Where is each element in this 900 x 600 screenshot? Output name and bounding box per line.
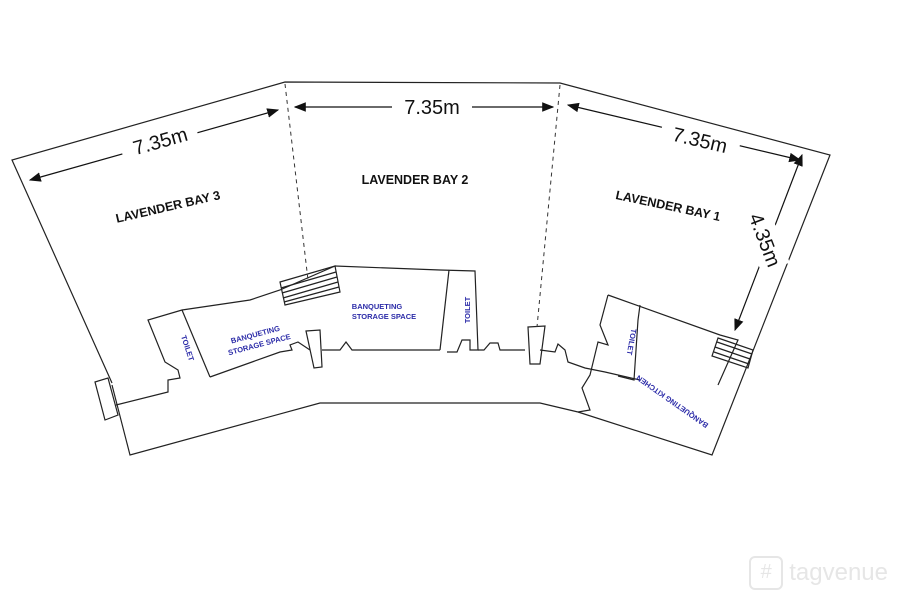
storage-center-bottom: [322, 341, 440, 351]
stairs-center: [279, 265, 341, 306]
tagvenue-logo-icon: #: [749, 556, 784, 590]
label-lavender-bay-1: LAVENDER BAY 1: [614, 188, 721, 224]
toilet-right-wall: [617, 304, 641, 381]
label-lavender-bay-2: LAVENDER BAY 2: [362, 173, 469, 187]
bay-divider-left: [284, 83, 309, 281]
label-lavender-bay-3: LAVENDER BAY 3: [114, 188, 221, 226]
dimension-bay2: 7.35m: [404, 97, 460, 119]
watermark-text: tagvenue: [789, 559, 888, 586]
corridor-top-wall: [115, 265, 479, 406]
label-banqueting-kitchen: BANQUETING KITCHEN: [635, 373, 710, 430]
bay-divider-right: [536, 84, 561, 328]
column: [305, 329, 323, 369]
corridor-bottom-wall: [111, 384, 579, 456]
corridor-kitchen-wall: [539, 342, 641, 381]
stairs-kitchen: [711, 337, 754, 369]
label-toilet-center: TOILET: [463, 296, 472, 323]
tagvenue-watermark: # tagvenue: [749, 556, 888, 590]
outer-wall: [11, 81, 831, 456]
label-storage-center-2: STORAGE SPACE: [352, 312, 416, 321]
storage-left-wall: [209, 341, 311, 378]
corridor-top-right: [478, 342, 525, 351]
label-storage-center-1: BANQUETING: [352, 302, 403, 311]
toilet-center-wall: [439, 269, 450, 351]
column: [527, 325, 546, 365]
toilet-left-wall: [181, 309, 211, 378]
column: [94, 377, 119, 421]
kitchen-left-wall: [577, 294, 610, 413]
kitchen-top-wall: [607, 294, 739, 386]
